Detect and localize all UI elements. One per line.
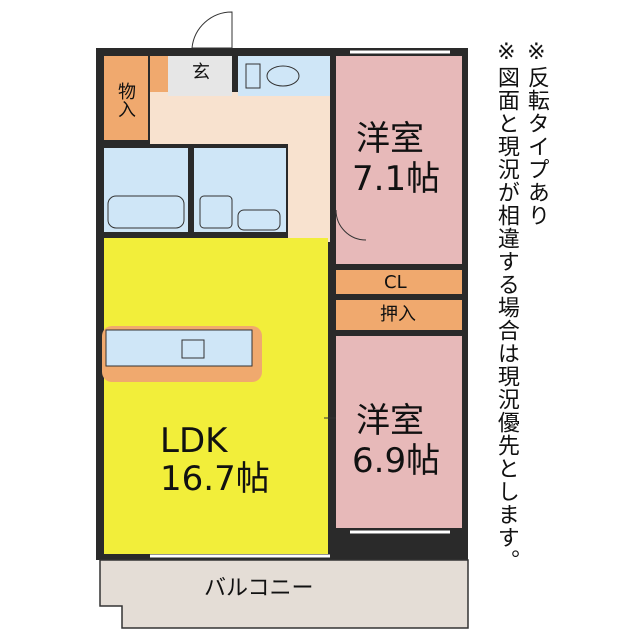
note-current-status: ※図面と現況が相違する場合は現況優先とします。 (493, 40, 519, 572)
western-room-2 (336, 336, 462, 528)
western-room-1 (336, 56, 462, 264)
toilet-tank (245, 63, 261, 89)
closet-cl (336, 270, 462, 294)
washer-icon (237, 209, 281, 231)
ldk-room (104, 238, 328, 554)
western-2-name: 洋室 (356, 401, 424, 441)
bathtub-icon (107, 195, 185, 229)
western-2-size: 6.9帖 (352, 441, 441, 481)
oshiire-label: 押入 (380, 304, 416, 325)
door-arc-icon (335, 209, 367, 241)
storage-closet (104, 56, 148, 140)
entrance-label: 玄 (192, 62, 210, 83)
storage-closet-2 (150, 56, 168, 92)
entrance-area (168, 56, 232, 96)
hallway-corridor (288, 92, 330, 242)
toilet-icon (266, 65, 300, 87)
note-reverse-type: ※反転タイプあり (523, 40, 549, 227)
ldk-name: LDK (160, 421, 228, 461)
western-1-name: 洋室 (356, 119, 424, 159)
balcony (99, 559, 469, 629)
sink-icon (199, 195, 233, 229)
oshiire (336, 300, 462, 330)
storage-label: 物入 (115, 82, 136, 118)
closet-label: CL (384, 272, 407, 293)
stove-icon (181, 339, 205, 359)
entrance-door-icon (191, 11, 233, 49)
kitchen-sink (105, 329, 253, 367)
western-1-size: 7.1帖 (352, 159, 441, 199)
ldk-size: 16.7帖 (160, 459, 270, 499)
balcony-label: バルコニー (204, 576, 314, 601)
